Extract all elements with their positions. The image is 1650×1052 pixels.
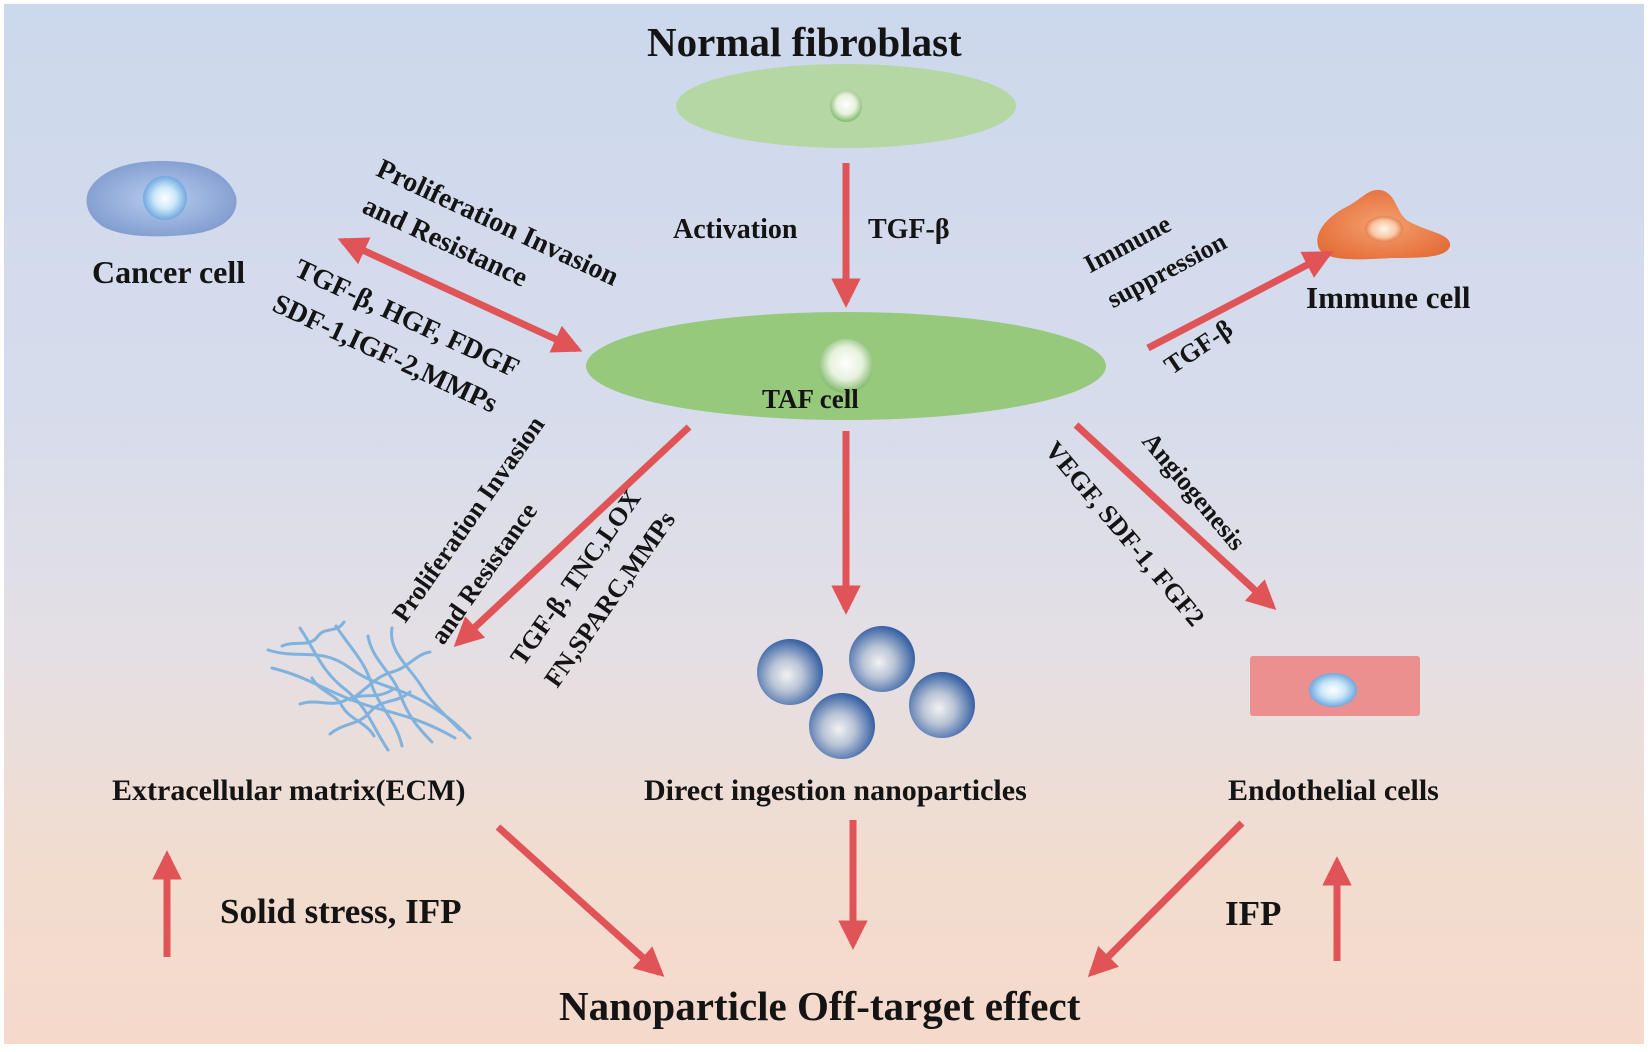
activation-label: Activation <box>673 214 798 245</box>
nanoparticles-label: Direct ingestion nanoparticles <box>644 774 1027 807</box>
ecm-arrow <box>453 424 692 648</box>
immune-cell-label: Immune cell <box>1306 280 1471 315</box>
nanoparticle <box>849 626 915 692</box>
diagram-background <box>4 4 1644 1044</box>
activation-factor: TGF-β <box>868 214 950 245</box>
immune-cell-nucleus <box>1365 216 1403 242</box>
ecm-label: Extracellular matrix(ECM) <box>112 774 466 807</box>
cancer-cell-nucleus <box>143 176 187 220</box>
ecm-fibers <box>266 620 472 752</box>
endothelial-offtarget-arrow <box>1087 820 1245 978</box>
endothelial-label: Endothelial cells <box>1228 774 1439 807</box>
cancer-taf-double-arrow <box>337 237 583 353</box>
nanoparticle <box>909 672 975 738</box>
taf-cell-nucleus <box>819 339 873 393</box>
taf-cell-label: TAF cell <box>762 384 859 414</box>
normal-fibroblast-nucleus <box>830 90 862 122</box>
normal-fibroblast-title: Normal fibroblast <box>647 19 962 65</box>
immune-suppression-arrow <box>1146 250 1334 352</box>
nanoparticle <box>809 693 875 759</box>
cancer-cell-label: Cancer cell <box>92 254 246 290</box>
angiogenesis-arrow <box>1073 422 1277 610</box>
nanoparticle-off-target-effect: Nanoparticle Off-target effect <box>559 983 1081 1029</box>
ifp-label: IFP <box>1225 894 1282 933</box>
solid-stress-ifp-label: Solid stress, IFP <box>220 892 462 931</box>
nanoparticle <box>757 639 823 705</box>
ecm-offtarget-arrow <box>495 824 665 977</box>
endothelial-cell-nucleus <box>1309 673 1357 707</box>
